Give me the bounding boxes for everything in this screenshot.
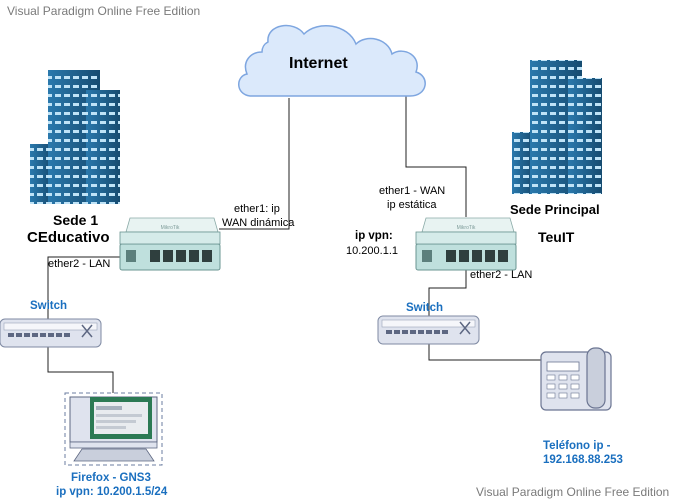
switch-left-label: Switch <box>30 300 68 312</box>
watermark-bottom: Visual Paradigm Online Free Edition <box>476 485 670 499</box>
router-right-vpn-ip: 10.200.1.1 <box>346 245 398 257</box>
router-right-icon <box>415 217 517 271</box>
sede-principal-title: Sede Principal <box>510 202 600 217</box>
router-left-icon <box>119 217 221 271</box>
sede1-subtitle: CEducativo <box>27 229 110 246</box>
switch-right-icon <box>377 315 480 345</box>
phone-icon <box>540 347 612 411</box>
pc-label-1: Firefox - GNS3 <box>71 472 151 484</box>
router-left-wan-label-1: ether1: ip <box>234 203 280 215</box>
router-left-lan-label: ether2 - LAN <box>48 258 111 270</box>
pc-icon <box>64 392 163 466</box>
building-sede1-icon <box>30 70 120 204</box>
internet-label: Internet <box>289 55 348 72</box>
sede-principal-subtitle: TeuIT <box>538 229 575 245</box>
link-switch-right-phone <box>428 341 541 361</box>
internet-cloud-icon <box>238 24 426 97</box>
router-right-vpn-title: ip vpn: <box>355 230 393 242</box>
router-right-brand: MikroTik <box>457 225 476 231</box>
phone-label-1: Teléfono ip - <box>543 440 611 452</box>
link-internet-router-left <box>219 98 290 230</box>
router-right-wan-label-1: ether1 - WAN <box>379 185 446 197</box>
router-left-wan-label-2: WAN dinámica <box>222 217 295 229</box>
router-right-lan-label: ether2 - LAN <box>470 269 533 281</box>
watermark-top: Visual Paradigm Online Free Edition <box>7 4 201 18</box>
router-right-wan-label-2: ip estática <box>387 199 437 211</box>
sede1-title: Sede 1 <box>53 212 99 228</box>
link-router-left-switch-left <box>47 256 124 320</box>
link-internet-router-right <box>405 86 467 217</box>
link-router-right-switch-right <box>428 262 467 318</box>
switch-right-label: Switch <box>406 302 444 314</box>
switch-left-icon <box>0 318 102 348</box>
link-switch-left-pc <box>47 339 114 395</box>
phone-label-2: 192.168.88.253 <box>543 454 623 466</box>
pc-label-2: ip vpn: 10.200.1.5/24 <box>56 486 168 498</box>
building-sede-principal-icon <box>512 60 602 194</box>
connection-lines <box>47 86 541 395</box>
router-left-brand: MikroTik <box>161 225 180 231</box>
